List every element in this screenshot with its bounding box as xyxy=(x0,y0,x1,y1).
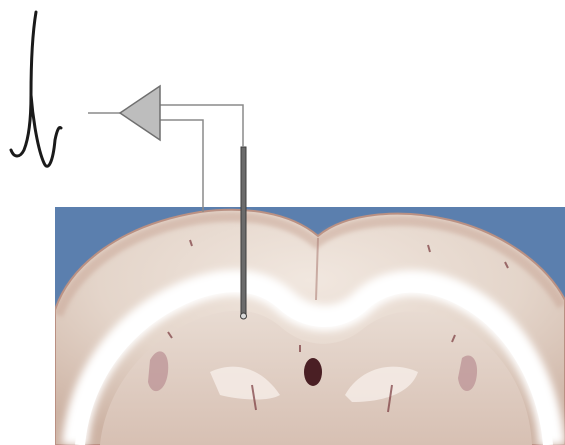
spike-waveform xyxy=(11,12,61,166)
electrode-shaft xyxy=(241,147,246,315)
brain-slice-photo xyxy=(55,207,565,445)
recording-wire xyxy=(160,105,243,147)
reference-wire xyxy=(160,120,203,212)
midline-structure xyxy=(304,358,322,386)
electrode-tip xyxy=(241,313,247,319)
recording-electrode xyxy=(241,147,247,319)
amplifier-triangle xyxy=(120,86,160,140)
wiring xyxy=(88,105,243,212)
